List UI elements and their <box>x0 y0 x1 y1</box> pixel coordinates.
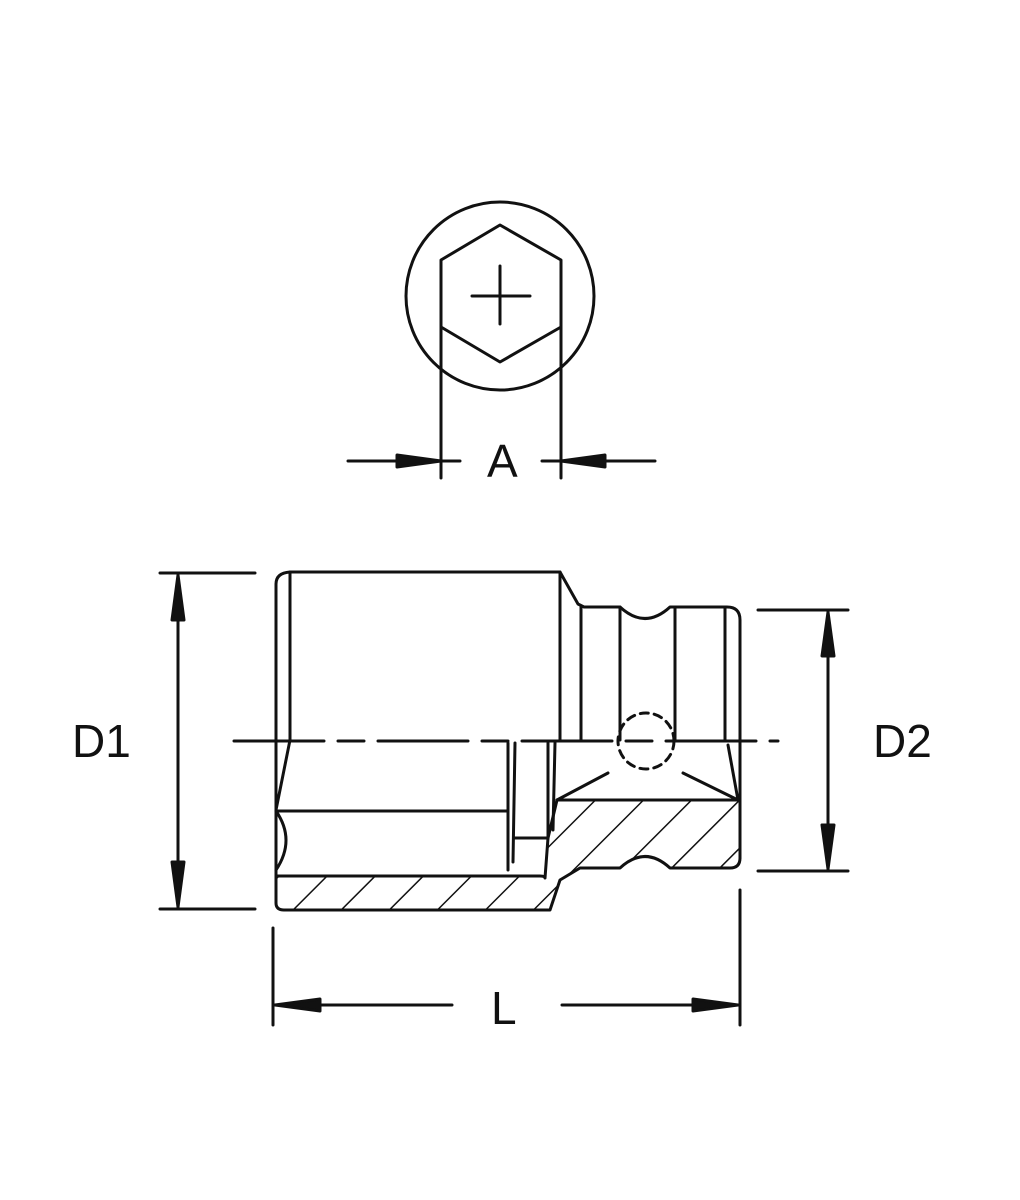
label-d2: D2 <box>873 715 932 767</box>
end-view <box>346 200 657 480</box>
end-view-outer-circle <box>404 200 596 392</box>
arrow-d2-down-icon <box>820 823 836 871</box>
drive-cone-left <box>555 771 610 802</box>
arrow-d1-down-icon <box>170 860 186 909</box>
label-l: L <box>491 982 517 1034</box>
hatched-section <box>274 798 742 912</box>
dimension-d2 <box>756 608 850 873</box>
arrow-d2-up-icon <box>820 610 836 658</box>
side-section-view <box>232 570 780 912</box>
label-a: A <box>487 435 518 487</box>
arrow-l-left-icon <box>273 997 322 1013</box>
label-d1: D1 <box>72 715 131 767</box>
bore-step-line-d <box>551 741 557 832</box>
dimension-l <box>271 888 742 1027</box>
arrow-d1-up-icon <box>170 573 186 622</box>
bore-chamfer <box>274 738 292 878</box>
drive-end-chamfer <box>726 743 740 802</box>
arrow-a-left-icon <box>395 453 443 469</box>
dimension-d1 <box>158 571 257 911</box>
arrow-a-right-icon <box>559 453 607 469</box>
arrow-l-right-icon <box>691 997 740 1013</box>
bore-step-line-b <box>511 741 517 864</box>
outer-profile <box>274 570 742 860</box>
hex-opening-icon <box>439 223 563 364</box>
bore-curve <box>274 809 288 872</box>
drive-cone-right <box>681 771 740 802</box>
